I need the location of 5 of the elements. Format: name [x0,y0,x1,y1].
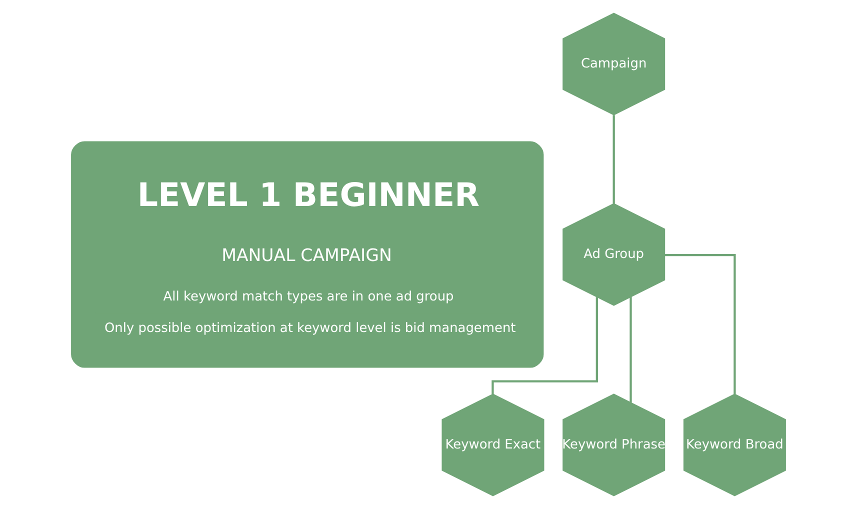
connector [492,296,598,394]
connector [630,296,632,402]
connector [664,253,736,394]
connector [612,114,615,204]
node-box: LEVEL 1 BEGINNER MANUAL CAMPAIGN All keyword match types are in one ad group Only possible optimization at keyword level is bid management [71,140,544,368]
